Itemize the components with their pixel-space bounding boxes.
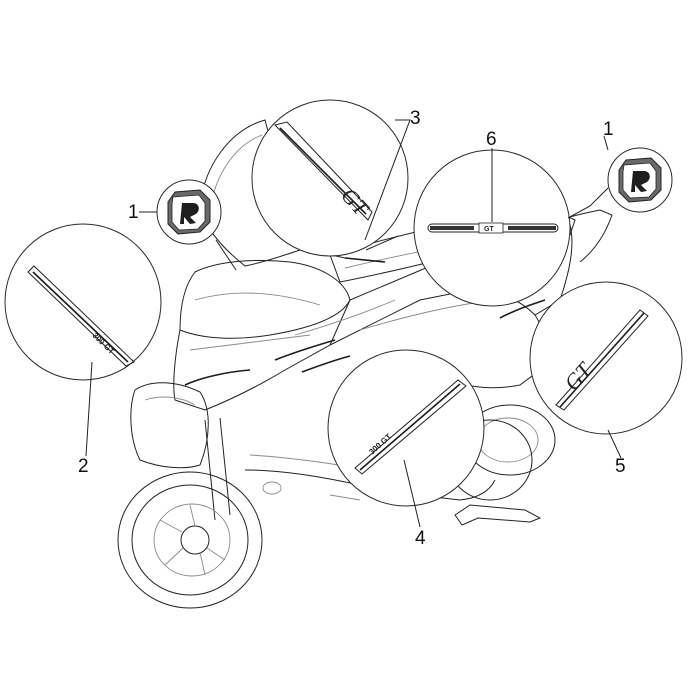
- callout-5: 5: [615, 456, 626, 477]
- callout-6: 6: [486, 129, 497, 150]
- callout-1-right: 1: [603, 119, 614, 140]
- strip-decal-mark: GT: [484, 226, 494, 233]
- detail-circle-3: GT: [251, 99, 409, 257]
- detail-circle-1-left: [156, 179, 222, 245]
- brand-badge-icon-right: [631, 171, 650, 192]
- callout-1-left: 1: [128, 202, 139, 223]
- detail-circle-2: 300 GT: [4, 223, 162, 381]
- detail-circle-6: GT: [413, 149, 571, 307]
- detail-circle-4: 300 GT: [327, 349, 485, 507]
- detail-circle-1-right: [607, 147, 673, 213]
- callout-4: 4: [415, 528, 426, 549]
- callout-2: 2: [78, 456, 89, 477]
- brand-badge-icon: [180, 203, 199, 224]
- callout-3: 3: [410, 108, 421, 129]
- detail-circle-5: GT: [529, 281, 683, 435]
- leader-lines: [85, 119, 622, 528]
